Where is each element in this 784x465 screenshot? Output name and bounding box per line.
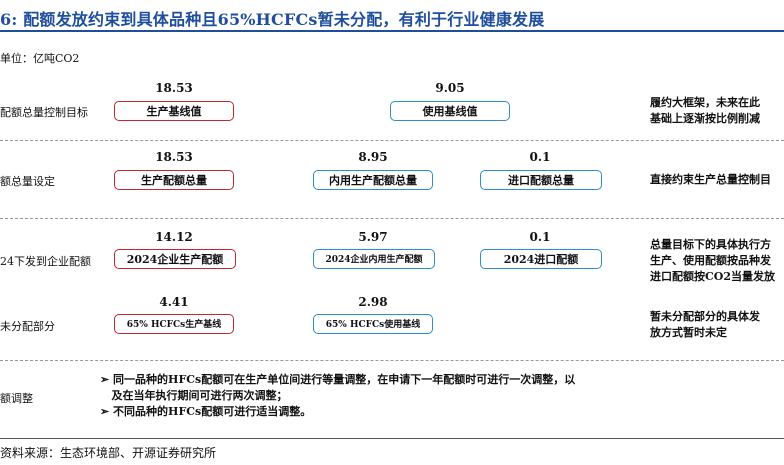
row-label-unallocated: 未分配部分 [0,320,55,333]
row-divider [0,140,784,141]
row-divider [0,360,784,361]
adjustment-line: ➢ 不同品种的HFCs配额可进行适当调整。 [100,405,312,418]
desc-line: 放方式暂时未定 [650,326,727,339]
box-production-baseline: 生产基线值 [114,101,234,121]
desc-line: 暂未分配部分的具体发 [650,310,760,323]
row-label-total: 额总量设定 [0,175,55,188]
row-label-target: 配额总量控制目标 [0,106,88,119]
box-65-hcfcs-production: 65% HCFCs生产基线 [114,314,234,334]
box-2024-import: 2024进口配额 [480,249,602,269]
desc-line: 基础上逐渐按比例削减 [650,112,760,125]
row-divider [0,218,784,219]
row-desc-target: 履约大框架，未来在此 基础上逐渐按比例削减 [650,95,784,127]
figure-title: 6: 配额发放约束到具体品种且65%HCFCs暂未分配，有利于行业健康发展 [0,10,545,29]
value-use-baseline: 9.05 [435,81,465,95]
desc-line: 履约大框架，未来在此 [650,96,760,109]
box-2024-domestic: 2024企业内用生产配额 [313,249,435,269]
box-production-quota-total: 生产配额总量 [114,170,234,190]
box-domestic-quota-total: 内用生产配额总量 [313,170,433,190]
source-note: 资料来源：生态环境部、开源证券研究所 [0,446,217,460]
row-desc-unallocated: 暂未分配部分的具体发 放方式暂时未定 [650,309,784,341]
row-label-2024: 24下发到企业配额 [0,255,91,268]
value-2024-domestic: 5.97 [358,230,388,244]
title-rule [0,30,784,32]
source-rule [0,438,784,439]
row-desc-2024: 总量目标下的具体执行方 生产、使用配额按品种发 进口配额按CO2当量发放 [650,237,784,285]
value-65-hcfcs-use: 2.98 [358,295,388,309]
value-production-baseline: 18.53 [155,81,193,95]
desc-line: 总量目标下的具体执行方 [650,238,771,251]
row-label-adjustment: 额调整 [0,392,33,405]
value-2024-production: 14.12 [155,230,193,244]
value-domestic-quota-total: 8.95 [358,150,388,164]
unit-label: 单位：亿吨CO2 [0,52,80,65]
desc-line: 生产、使用配额按品种发 [650,254,771,267]
value-65-hcfcs-production: 4.41 [159,295,189,309]
box-2024-production: 2024企业生产配额 [114,249,236,269]
box-use-baseline: 使用基线值 [390,101,510,121]
adjustment-notes: ➢ 同一品种的HFCs配额可在生产单位间进行等量调整，在申请下一年配额时可进行一… [100,372,575,420]
adjustment-line: ➢ 同一品种的HFCs配额可在生产单位间进行等量调整，在申请下一年配额时可进行一… [100,373,576,386]
box-import-quota-total: 进口配额总量 [480,170,602,190]
row-desc-total: 直接约束生产总量控制目 [650,173,771,186]
value-production-quota-total: 18.53 [155,150,193,164]
desc-line: 进口配额按CO2当量发放 [650,270,775,283]
adjustment-line: 及在当年执行期间可进行两次调整； [100,389,288,402]
box-65-hcfcs-use: 65% HCFCs使用基线 [313,314,433,334]
value-2024-import: 0.1 [529,230,551,244]
value-import-quota-total: 0.1 [529,150,551,164]
